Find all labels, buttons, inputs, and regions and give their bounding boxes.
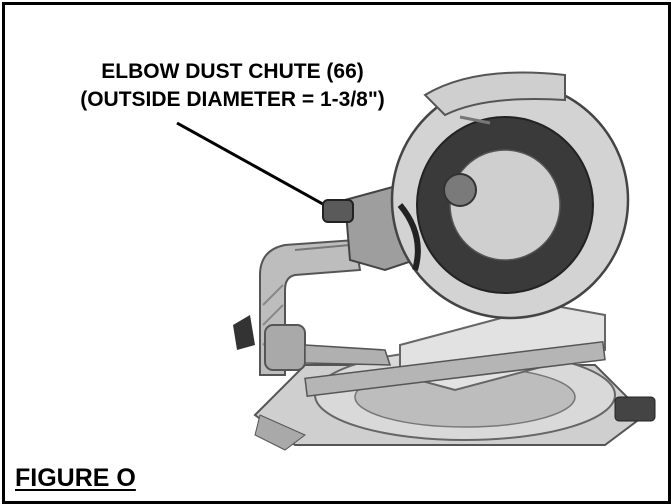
figure-caption: FIGURE O [15,464,136,492]
blade-bolt [443,173,477,207]
callout-label: ELBOW DUST CHUTE (66) (OUTSIDE DIAMETER … [5,58,460,114]
saw-arm [233,238,392,376]
callout-line-2: (OUTSIDE DIAMETER = 1-3/8") [80,88,385,111]
callout-line-1: ELBOW DUST CHUTE (66) [101,60,364,83]
miter-saw-illustration [176,71,656,451]
elbow-dust-chute [322,199,354,223]
callout-leader-line [176,121,331,210]
saw-handle [423,71,566,117]
saw-base [253,303,656,451]
saw-head [322,71,630,320]
